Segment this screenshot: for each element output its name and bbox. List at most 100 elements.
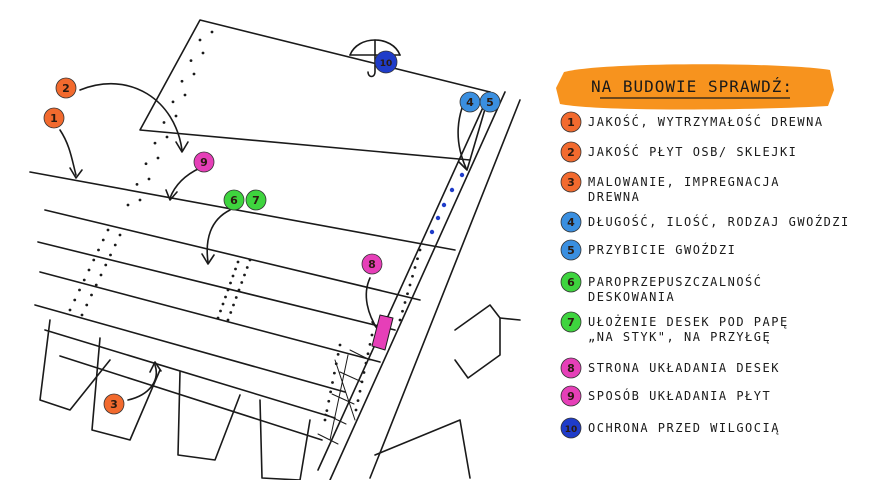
marker-1: 1 (43, 107, 65, 129)
checklist-banner: NA BUDOWIE SPRAWDŹ: (556, 64, 834, 110)
legend-item-2: 2 JAKOŚĆ PŁYT OSB/ SKLEJKI (560, 141, 797, 163)
legend-marker-number: 1 (567, 116, 575, 129)
eave-edge-outer (369, 99, 521, 479)
board-line (59, 355, 323, 441)
legend-item-text: SPOSÓB UKŁADANIA PŁYT (588, 388, 771, 403)
rafter (177, 371, 241, 461)
nail-dot (413, 266, 417, 269)
nail-dot (101, 238, 105, 242)
legend-item-text: DŁUGOŚĆ, ILOŚĆ, RODZAJ GWOŹDZI (588, 214, 850, 229)
legend-item-text: „NA STYK", NA PRZYŁGĘ (588, 330, 771, 344)
nail-dot (99, 273, 103, 277)
legend-item-text: DESKOWANIA (588, 290, 675, 304)
wall-block (374, 419, 471, 479)
osb-sheet-outline (139, 19, 491, 161)
legend-marker-number: 5 (567, 244, 575, 257)
marker-7: 7 (245, 189, 267, 211)
legend-marker (560, 385, 582, 407)
svg-text:5: 5 (486, 96, 494, 109)
arrow-2-head (175, 141, 189, 153)
nail-dot (153, 141, 157, 145)
nail-dot (138, 198, 142, 202)
nail-dot (192, 72, 196, 76)
arrow-9-head (165, 189, 178, 201)
arrow-1 (59, 129, 77, 176)
nail-dot (325, 409, 329, 413)
nail-dot (338, 343, 342, 347)
legend-marker-number: 6 (567, 276, 575, 289)
marker-5: 5 (479, 91, 501, 113)
legend-marker-number: 10 (565, 425, 578, 435)
legend-item-text: MALOWANIE, IMPREGNACJA (588, 175, 780, 189)
nail-dot (364, 361, 368, 365)
arrow-3 (127, 364, 157, 401)
banner-title: NA BUDOWIE SPRAWDŹ: (591, 77, 793, 96)
nail-dot (231, 274, 235, 278)
svg-text:6: 6 (230, 194, 238, 207)
legend-item-text: JAKOŚĆ, WYTRZYMAŁOŚĆ DREWNA (588, 114, 824, 129)
nail-dot (334, 362, 338, 366)
nail-dot (236, 260, 240, 264)
legend-marker (560, 239, 582, 261)
legend-item-text: PRZYBICIE GWOŹDZI (588, 242, 736, 257)
nail-dot (366, 352, 370, 356)
legend-marker-number: 2 (567, 146, 575, 159)
nail-dot (229, 311, 233, 314)
nail-dot (226, 288, 230, 292)
nail-dot (418, 248, 422, 252)
nail-dot (189, 59, 193, 63)
legend-marker (560, 271, 582, 293)
rafter (259, 399, 311, 480)
marker-6: 6 (223, 189, 245, 211)
svg-text:9: 9 (200, 156, 208, 169)
nail-dot (329, 390, 333, 394)
nail-dot (94, 283, 98, 287)
nail-dot (219, 309, 222, 313)
nail-dot (210, 30, 214, 34)
legend-item-5: 5 PRZYBICIE GWOŹDZI (560, 239, 736, 261)
nail-dot (248, 258, 252, 262)
arrow-3-head (149, 361, 162, 373)
svg-text:8: 8 (368, 258, 376, 271)
nail-dot (323, 418, 327, 422)
nail-dot (226, 318, 230, 322)
legend-marker (560, 171, 582, 193)
svg-text:4: 4 (466, 96, 474, 109)
nail-dot (97, 248, 100, 252)
board-line (44, 209, 421, 301)
marker-4: 4 (459, 91, 481, 113)
nail-dot (174, 114, 178, 118)
arrow-45 (457, 107, 467, 169)
nail-dot (368, 342, 372, 346)
nail-dot (354, 408, 358, 412)
nail-dot (356, 399, 360, 403)
nail-dot (183, 93, 187, 97)
nail-dot (165, 135, 169, 139)
fascia-hatch (317, 349, 371, 445)
rafter (39, 319, 111, 411)
nail-dot (245, 266, 249, 269)
nail-dot (118, 233, 122, 237)
legend-item-1: 1 JAKOŚĆ, WYTRZYMAŁOŚĆ DREWNA (560, 111, 824, 133)
nail-dot (109, 253, 112, 257)
nail-dot (406, 292, 409, 296)
nail-dot (237, 288, 241, 292)
marker-10: 10 (374, 50, 398, 74)
legend-item-text: JAKOŚĆ PŁYT OSB/ SKLEJKI (588, 144, 797, 159)
magenta-board-patch (371, 314, 394, 351)
nail-dot (113, 243, 117, 247)
nail-dot (416, 257, 419, 261)
nail-dot (331, 381, 334, 384)
arrow-2 (79, 82, 183, 151)
nail-dot (234, 296, 238, 299)
board-line (29, 171, 456, 251)
marker-3: 3 (103, 393, 125, 415)
